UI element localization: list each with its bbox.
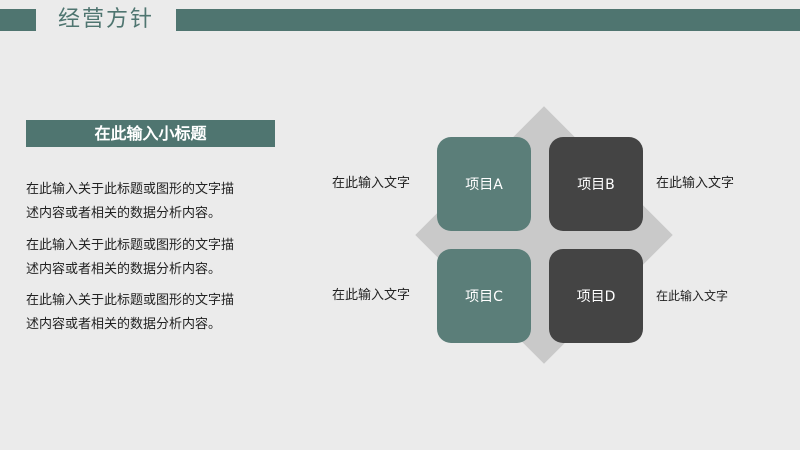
description-paragraph: 在此输入关于此标题或图形的文字描 述内容或者相关的数据分析内容。 xyxy=(26,234,286,282)
paragraph-line: 述内容或者相关的数据分析内容。 xyxy=(26,317,222,332)
item-d-caption: 在此输入文字 xyxy=(656,289,729,303)
header-bar-right xyxy=(176,9,800,31)
description-paragraph: 在此输入关于此标题或图形的文字描 述内容或者相关的数据分析内容。 xyxy=(26,289,286,337)
item-c-box: 项目C xyxy=(437,249,531,343)
item-a-box: 项目A xyxy=(437,137,531,231)
item-a-label: 项目A xyxy=(465,177,503,193)
item-c-caption: 在此输入文字 xyxy=(332,288,411,303)
item-a-caption: 在此输入文字 xyxy=(332,176,411,191)
paragraph-line: 在此输入关于此标题或图形的文字描 xyxy=(26,238,235,253)
item-b-caption: 在此输入文字 xyxy=(656,176,735,191)
header-bar-left xyxy=(0,9,36,31)
page-title: 经营方针 xyxy=(58,7,155,32)
item-b-box: 项目B xyxy=(549,137,643,231)
paragraph-line: 在此输入关于此标题或图形的文字描 xyxy=(26,293,235,308)
item-d-label: 项目D xyxy=(576,289,616,305)
paragraph-line: 述内容或者相关的数据分析内容。 xyxy=(26,206,222,221)
item-d-box: 项目D xyxy=(549,249,643,343)
subtitle-band: 在此输入小标题 xyxy=(26,120,275,147)
item-c-label: 项目C xyxy=(465,289,503,305)
description-paragraph: 在此输入关于此标题或图形的文字描 述内容或者相关的数据分析内容。 xyxy=(26,178,286,226)
paragraph-line: 在此输入关于此标题或图形的文字描 xyxy=(26,182,235,197)
paragraph-line: 述内容或者相关的数据分析内容。 xyxy=(26,262,222,277)
item-b-label: 项目B xyxy=(577,177,615,193)
